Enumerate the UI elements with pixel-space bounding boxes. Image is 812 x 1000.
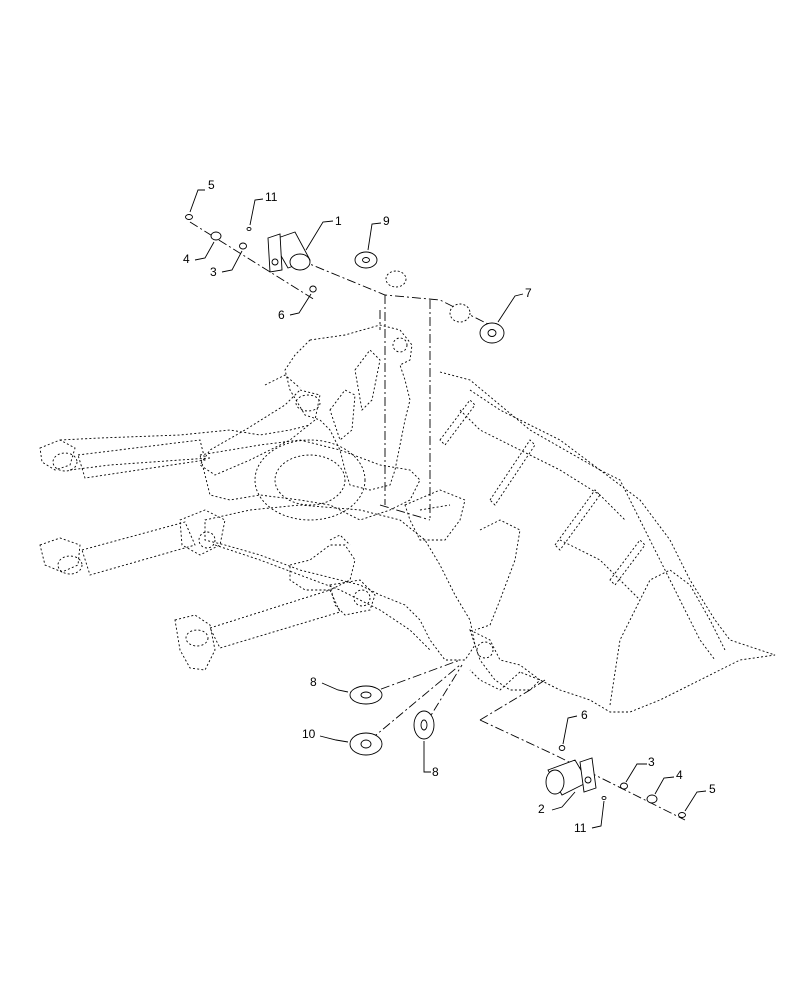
callout-11-lower: 11	[574, 821, 587, 835]
callout-8-left: 8	[310, 675, 317, 689]
washer-7-hole	[487, 329, 497, 337]
washer-8-right-hole	[420, 719, 428, 731]
callout-6-upper: 6	[278, 308, 285, 322]
callout-4-upper: 4	[183, 252, 190, 266]
loader-assembly	[39, 324, 776, 713]
left-cylinder-middle	[39, 509, 226, 576]
assembly-center-lines	[189, 221, 686, 821]
bucket-teeth	[439, 399, 646, 586]
callout-2: 2	[538, 802, 545, 816]
lift-arm-bucket-pin-bore	[476, 641, 494, 659]
left-cylinder-lower	[174, 579, 376, 671]
bucket-inner-line	[459, 389, 641, 601]
callout-8-right: 8	[432, 765, 439, 779]
callout-6-lower: 6	[581, 708, 588, 722]
fitting-6-lower	[558, 745, 566, 751]
washer-9-hole	[362, 257, 370, 263]
callout-7: 7	[525, 286, 532, 300]
upper-tilt-cylinder	[199, 374, 321, 476]
bucket-bracket-lower-rib	[474, 519, 521, 631]
callout-labels: 1 2 3 3 4 4 5 5 6 6 7 8 8 9 10 11 11	[183, 178, 716, 835]
washer-8-left-hole	[360, 691, 372, 699]
lift-arm-lower-edge	[214, 544, 431, 651]
washer-10-hole	[360, 739, 372, 749]
lift-arm	[204, 504, 476, 661]
washer-4-upper	[210, 231, 222, 241]
bucket-bracket-lower	[469, 629, 541, 691]
bucket-bracket-upper	[404, 489, 466, 541]
upper-boom	[59, 424, 311, 471]
tilt-lever	[284, 324, 413, 491]
exploded-parts	[185, 214, 686, 818]
callout-9: 9	[383, 214, 390, 228]
bucket-cutting-edge	[609, 569, 726, 706]
tilt-lever-pivot	[392, 337, 408, 353]
leader-lines	[189, 189, 707, 829]
pin-2	[545, 757, 597, 796]
left-cylinder-upper	[39, 439, 206, 479]
callout-5-lower: 5	[709, 782, 716, 796]
fitting-6-upper	[309, 285, 317, 293]
callout-4-lower: 4	[676, 768, 683, 782]
bucket-outline	[439, 371, 776, 713]
frame-ring-inner	[274, 454, 346, 506]
callout-11-upper: 11	[265, 190, 278, 204]
washer-9-hidden	[385, 270, 407, 288]
tilt-lever-cutout	[329, 349, 381, 441]
nut-3-upper	[239, 242, 247, 250]
callout-5-upper: 5	[208, 178, 215, 192]
washer-7-hidden	[449, 303, 471, 323]
bolt-5-upper	[185, 214, 193, 220]
frame-ring	[254, 439, 366, 521]
washer-4-lower	[646, 794, 658, 804]
callout-3-lower: 3	[648, 755, 655, 769]
nut-3-lower	[620, 782, 628, 790]
frame-crossmember	[199, 439, 421, 521]
center-link-bracket	[289, 534, 356, 591]
fitting-11-lower	[601, 795, 607, 801]
pin-1	[267, 231, 311, 273]
callout-1: 1	[335, 214, 342, 228]
callout-10: 10	[302, 727, 316, 741]
callout-3-upper: 3	[210, 265, 217, 279]
fitting-11-upper	[246, 226, 252, 232]
bolt-5-lower	[678, 812, 686, 818]
